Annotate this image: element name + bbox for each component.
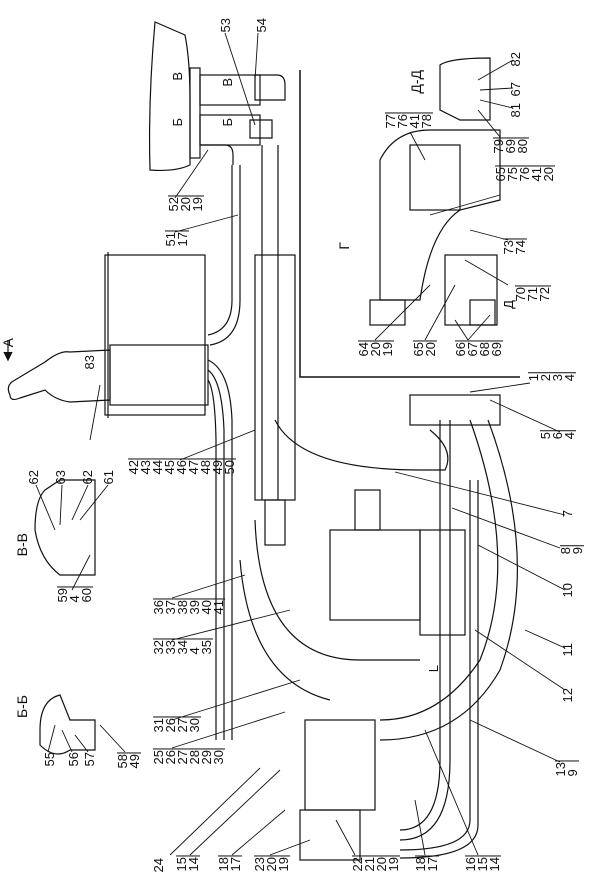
hose-51b (209, 165, 241, 346)
frame-line (299, 70, 520, 378)
callout-62-b: 62 (80, 470, 95, 485)
callout-70-72: 70 71 72 (513, 285, 552, 302)
callout-65-75-76-41-20: 65 75 76 41 20 (493, 165, 556, 182)
section-dd (439, 57, 491, 121)
callout-18-17-a: 18 17 (216, 855, 243, 872)
valve-block-right (409, 394, 501, 426)
callout-55: 55 (42, 752, 57, 767)
callout-56: 56 (66, 752, 81, 767)
callout-11: 11 (560, 643, 575, 657)
callout-36-41: 36 37 38 39 40 41 (151, 598, 226, 615)
elbow-54 (254, 74, 286, 101)
fitting-main (254, 254, 296, 501)
callout-82: 82 (508, 52, 523, 67)
callout-57: 57 (82, 752, 97, 767)
pump-body (329, 529, 421, 621)
callout-67: 67 (508, 82, 523, 97)
pipe-right-3 (379, 419, 499, 721)
view-label-g: Г (336, 242, 352, 250)
hose-g (369, 299, 406, 326)
hose-bundle-2 (207, 369, 225, 740)
callout-31-30: 31 26 27 30 (151, 716, 202, 733)
dimension-l: L (426, 665, 441, 673)
callout-15-14: 15 14 (174, 855, 201, 872)
pump-front (419, 529, 466, 636)
cut-mark-b1: Б (170, 118, 185, 127)
hose-loop-3 (239, 559, 331, 701)
callout-23-19: 23 20 19 (252, 855, 291, 872)
block-g (444, 254, 498, 326)
callout-13-9: 13 9 (553, 760, 580, 777)
callout-18-17-b: 18 17 (413, 855, 440, 872)
hose-51 (207, 165, 233, 336)
callout-77-76-41-78: 77 76 41 78 (383, 112, 434, 129)
callout-25-30: 25 26 27 28 29 30 (151, 748, 226, 765)
callout-58-49: 58 49 (115, 752, 142, 769)
section-label-dd: Д-Д (408, 70, 424, 94)
distributor-lower (299, 809, 361, 861)
hose-bundle-3 (207, 379, 217, 740)
callout-73-74: 73 74 (501, 238, 528, 255)
callout-81: 81 (508, 103, 523, 118)
cut-mark-v1: В (170, 72, 185, 81)
callout-61: 61 (101, 470, 116, 485)
elbow-53 (249, 119, 273, 139)
callout-83: 83 (82, 355, 97, 370)
valve-block-top-2 (199, 114, 261, 146)
callout-62-a: 62 (26, 470, 41, 485)
callout-51-17: 51 17 (163, 230, 190, 247)
callout-63: 63 (53, 470, 68, 485)
pipe-right-6 (399, 480, 479, 859)
console-box (104, 254, 206, 416)
distributor-block (304, 719, 376, 811)
callout-1-4: 1 2 3 4 (526, 372, 577, 382)
motor-flange (409, 144, 461, 211)
callout-7: 7 (560, 510, 575, 518)
leader-lines (35, 32, 566, 856)
callout-79-69-80: 79 69 80 (491, 137, 530, 154)
callout-12: 12 (560, 688, 575, 703)
section-label-bb: Б-Б (14, 695, 30, 719)
callout-16-14: 16 15 14 (463, 855, 502, 872)
pipe-right-2 (399, 420, 451, 841)
joystick-lever (7, 349, 111, 403)
callout-53: 53 (218, 18, 233, 33)
elbow-52 (200, 144, 234, 165)
callout-22-19: 22 21 20 19 (350, 855, 401, 872)
cut-mark-v2: В (220, 78, 235, 87)
callout-24: 24 (151, 858, 166, 873)
joystick-base (109, 344, 209, 406)
hose-loop-1 (274, 419, 449, 471)
pipe-right-5 (399, 480, 471, 851)
pump-cap (354, 489, 381, 531)
hose-loop-2 (254, 519, 420, 661)
callout-8-9: 8 9 (558, 545, 585, 555)
valve-d (469, 299, 496, 326)
cut-mark-b2: Б (220, 118, 235, 127)
callout-54: 54 (254, 18, 269, 33)
callout-64-20-19: 64 20 19 (356, 340, 395, 357)
callout-65-20: 65 20 (411, 340, 438, 357)
callout-10: 10 (560, 583, 575, 598)
section-bb (39, 694, 96, 755)
view-arrow-a (3, 340, 13, 362)
cab-outline (148, 21, 191, 172)
hydraulic-motor (379, 129, 501, 301)
callout-5-6-4: 5 6 4 (538, 430, 577, 440)
hose-bundle-1 (207, 359, 233, 740)
view-label-a: А (0, 338, 16, 348)
section-label-vv: В-В (14, 533, 30, 557)
callout-59-4-60: 59 4 60 (55, 586, 94, 603)
callout-52-20-19: 52 20 19 (166, 195, 205, 212)
fitting-main-collar (264, 499, 286, 546)
section-vv (34, 479, 96, 576)
callout-42-50: 42 43 44 45 46 47 48 49 50 (126, 458, 237, 475)
callout-32-35: 32 33 34 4 35 (151, 638, 214, 655)
pipe-right-4 (379, 419, 518, 741)
cab-flange (189, 67, 201, 159)
callout-66-69: 66 67 68 69 (453, 340, 504, 357)
valve-block-top (199, 74, 261, 106)
